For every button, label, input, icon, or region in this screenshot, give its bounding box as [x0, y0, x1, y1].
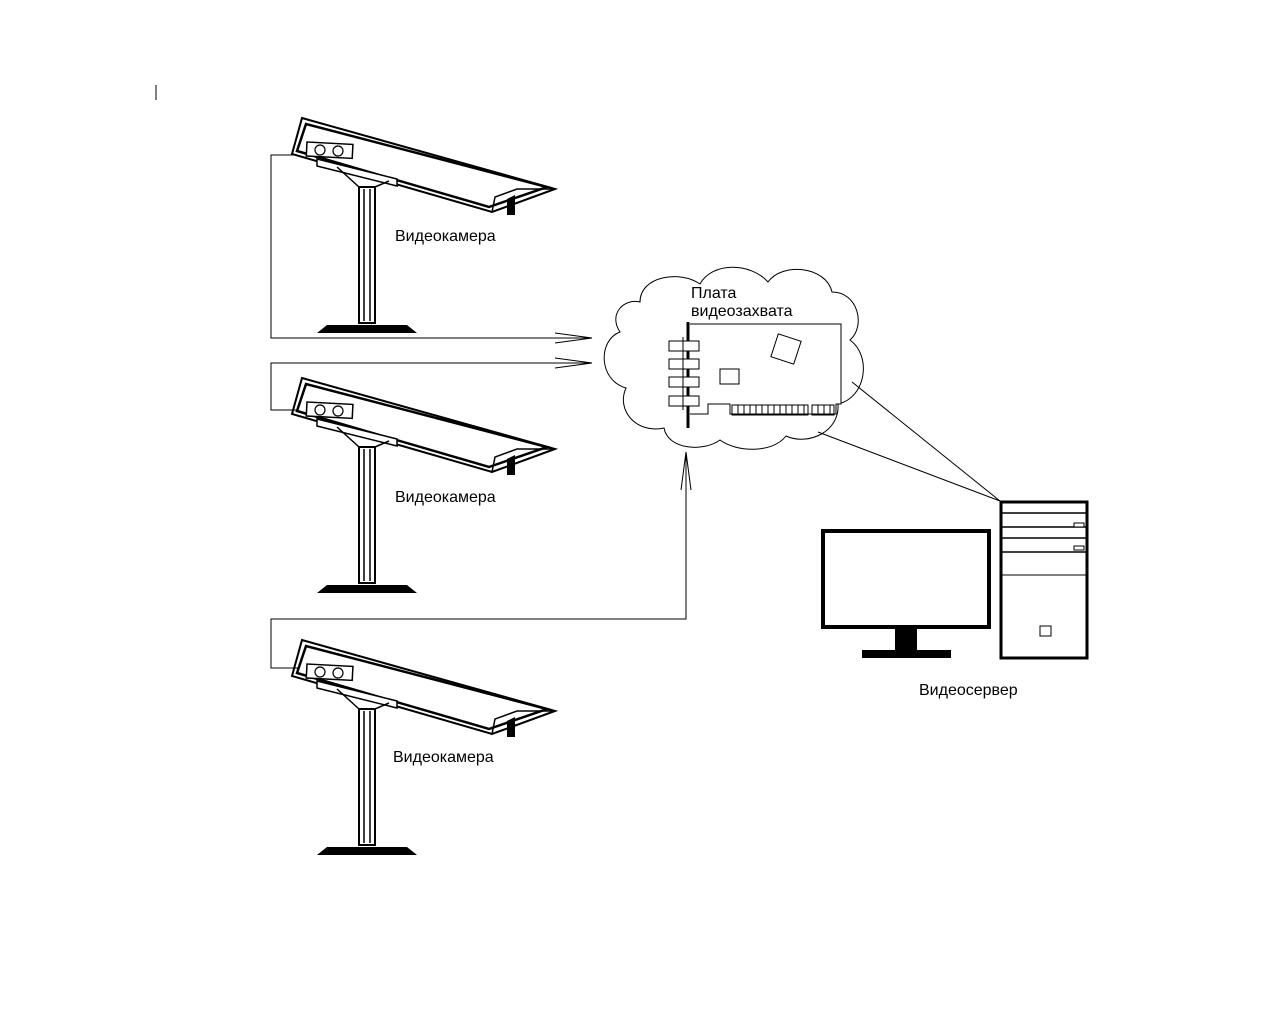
camera-3-label: Видеокамера [393, 749, 494, 766]
monitor [821, 529, 991, 658]
camera-1-label: Видеокамера [395, 228, 496, 245]
cable-camera-1 [270, 154, 592, 339]
video-server: Видеосервер [821, 500, 1089, 699]
capture-card-pcb [668, 322, 842, 428]
cable-camera-2 [270, 362, 592, 411]
capture-card-cloud: Плата видеозахвата [603, 266, 864, 450]
camera-2 [290, 376, 557, 595]
server-label: Видеосервер [919, 682, 1018, 699]
callout-lines [817, 381, 1001, 502]
cable-camera-3 [270, 452, 687, 669]
power-button-icon [1039, 625, 1052, 637]
camera-1 [290, 116, 557, 335]
camera-3 [290, 638, 557, 857]
capture-card-label-line2: видеозахвата [691, 303, 793, 320]
capture-card-label-line1: Плата [691, 285, 737, 302]
pci-edge-connector [731, 404, 835, 416]
cables [270, 154, 692, 669]
pc-tower [999, 500, 1089, 660]
camera-2-label: Видеокамера [395, 489, 496, 506]
